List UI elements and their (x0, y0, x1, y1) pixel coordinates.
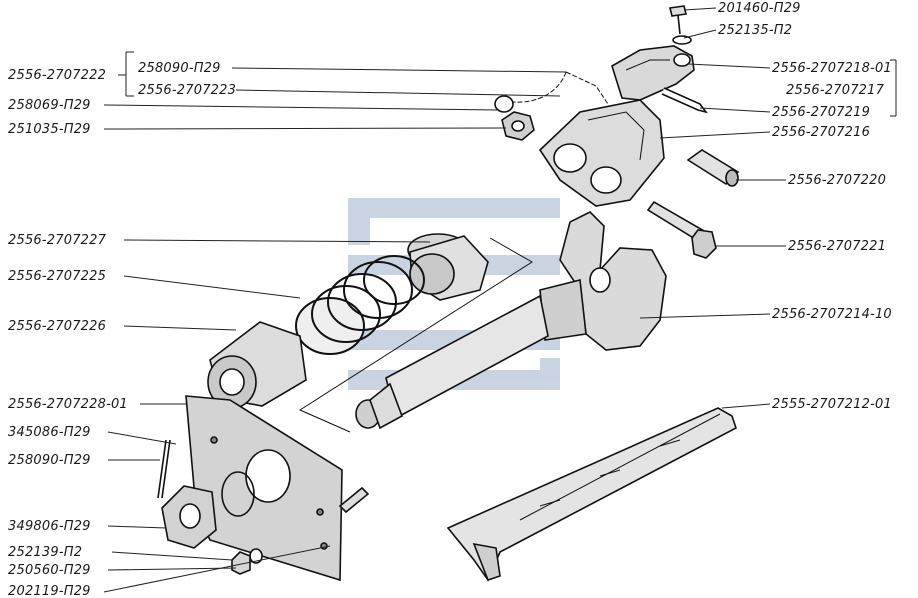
label-258090-top: 258090-П29 (138, 61, 221, 76)
safety-chain-part (511, 71, 609, 105)
spring-part (295, 255, 425, 355)
ring-washer-part (221, 471, 255, 517)
label-2707214-10: 2556-2707214-10 (772, 307, 892, 322)
label-2707212-01: 2555-2707212-01 (772, 397, 892, 412)
label-258090-bottom: 258090-П29 (8, 453, 91, 468)
chain-ring-part (494, 95, 514, 113)
split-pin-part (157, 439, 171, 499)
label-2707223: 2556-2707223 (138, 83, 236, 98)
label-258069: 258069-П29 (8, 98, 91, 113)
latch-part (611, 45, 695, 101)
spring-cup-part (207, 321, 307, 409)
castle-nut-small-part (501, 111, 535, 141)
washer-part (672, 35, 692, 45)
label-345086: 345086-П29 (8, 425, 91, 440)
label-202119: 202119-П29 (8, 584, 91, 598)
label-2707227: 2556-2707227 (8, 233, 107, 248)
label-group-2707222: 2556-2707222 (8, 68, 106, 83)
label-252139: 252139-П2 (8, 545, 82, 560)
mounting-plate-part (185, 395, 343, 582)
label-2707225: 2556-2707225 (8, 269, 106, 284)
label-2707226: 2556-2707226 (8, 319, 106, 334)
label-2707219: 2556-2707219 (772, 105, 870, 120)
coupling-bracket-part (538, 99, 665, 207)
label-2707217: 2556-2707217 (786, 83, 885, 98)
label-2707218-01: 2556-2707218-01 (772, 61, 892, 76)
towing-hook-part (355, 211, 667, 430)
assembly-guide-line (298, 237, 533, 433)
label-2707220: 2556-2707220 (788, 173, 886, 188)
label-2707216: 2556-2707216 (772, 125, 870, 140)
bolt-part (646, 200, 717, 259)
castle-nut-large-part (161, 485, 217, 549)
pin-part (686, 149, 740, 187)
small-nut-part (231, 551, 251, 575)
label-2707228-01: 2556-2707228-01 (8, 397, 128, 412)
label-2707221: 2556-2707221 (788, 239, 886, 254)
label-201460: 201460-П29 (718, 1, 801, 16)
bushing-part (407, 233, 489, 301)
small-bolt-part (669, 5, 687, 35)
leader-lines (103, 7, 897, 593)
label-349806: 349806-П29 (8, 519, 91, 534)
label-250560: 250560-П29 (8, 563, 91, 578)
frame-bracket-part (446, 407, 737, 582)
cotter-pin-part (661, 87, 708, 114)
label-251035: 251035-П29 (8, 122, 91, 137)
label-252135: 252135-П2 (718, 23, 792, 38)
plate-bolt-part (338, 486, 370, 514)
